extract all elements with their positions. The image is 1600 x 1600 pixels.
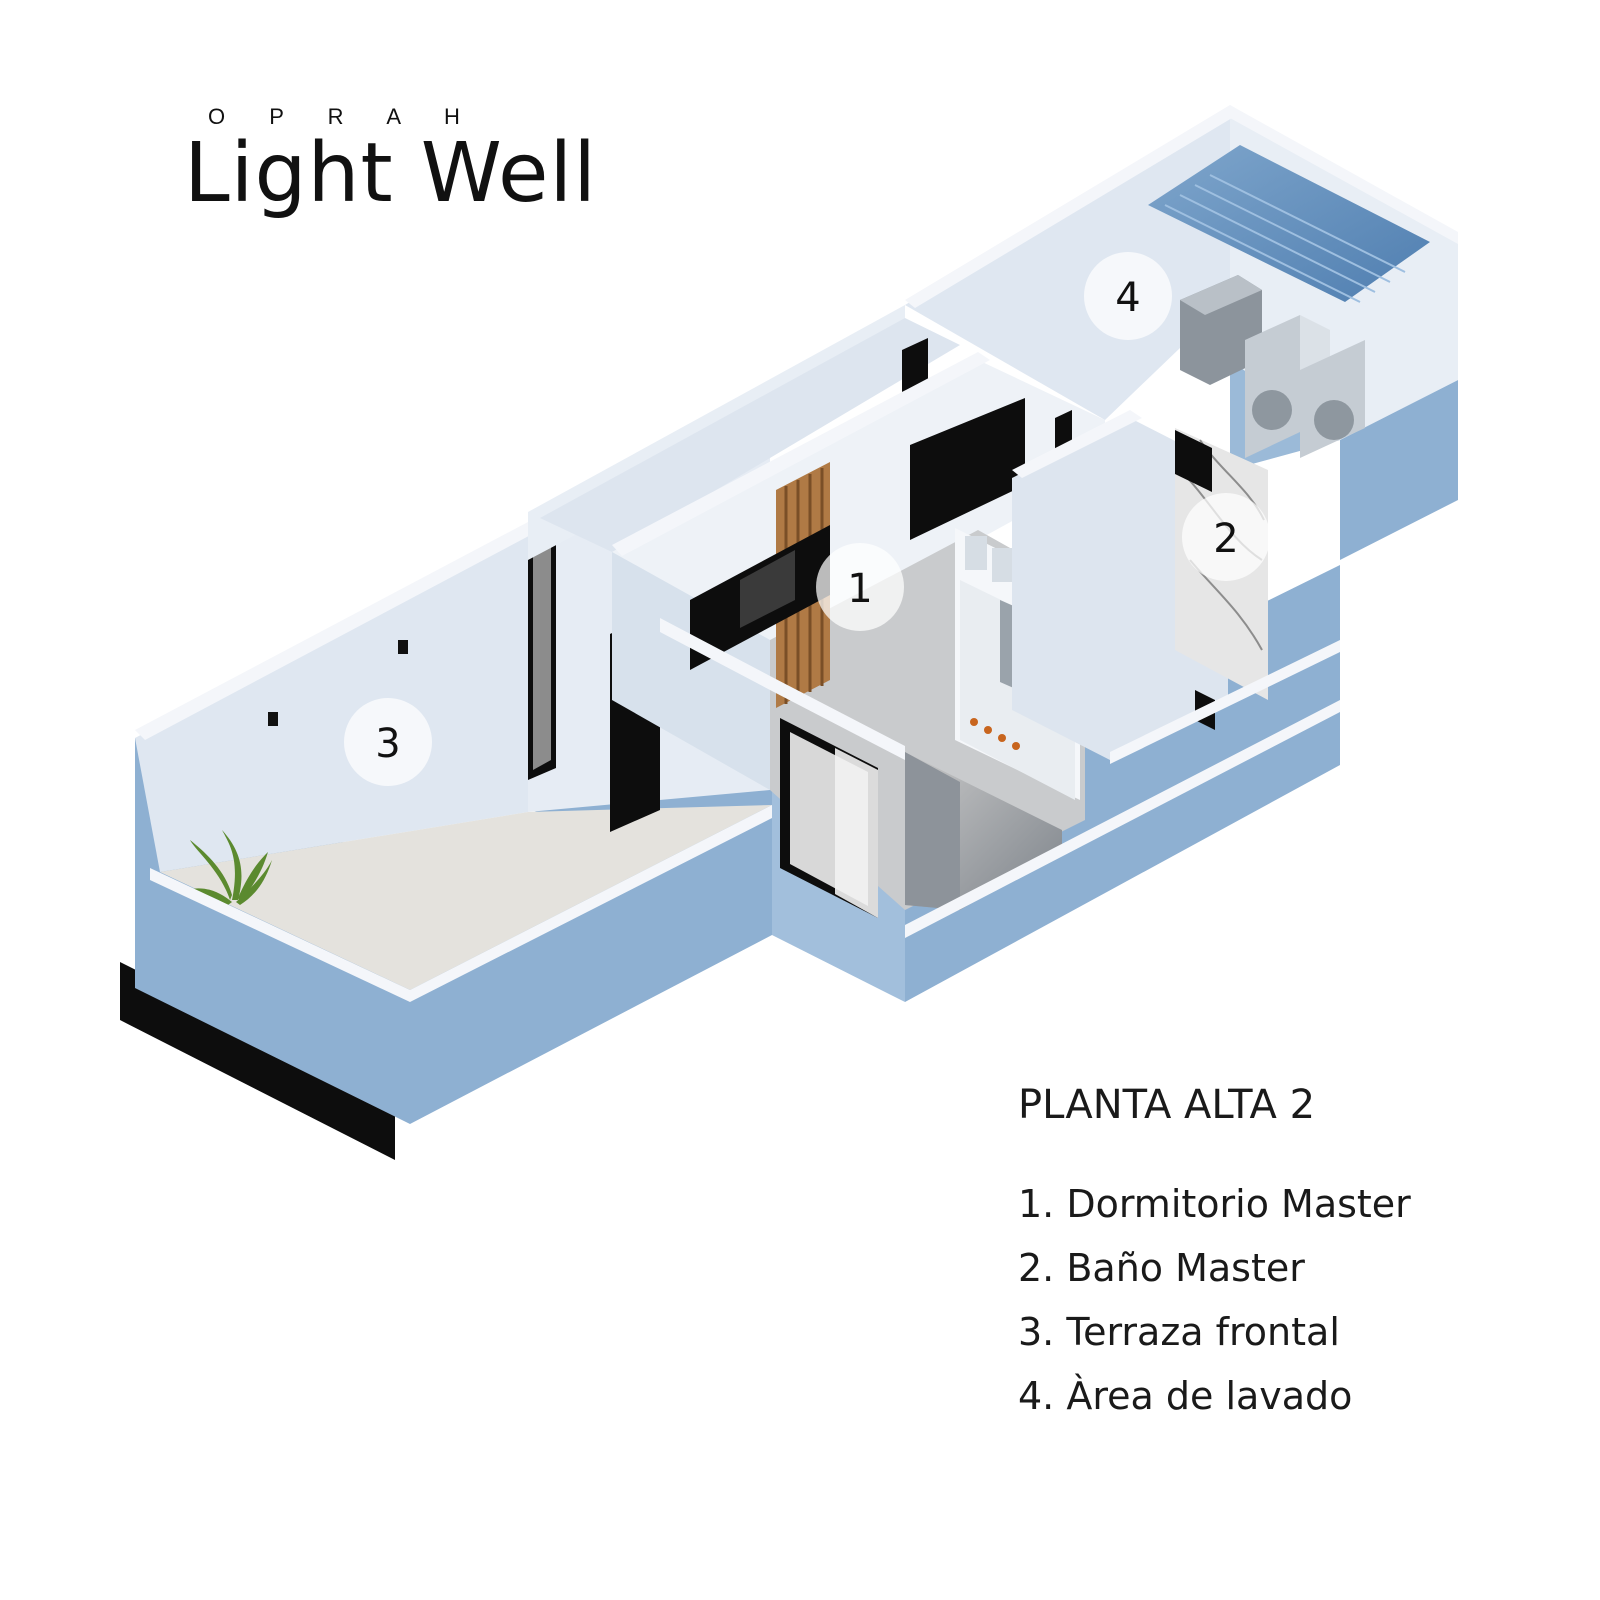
skylight — [1148, 145, 1430, 302]
legend-heading: PLANTA ALTA 2 — [1018, 1082, 1316, 1128]
svg-text:3: 3 — [375, 721, 400, 767]
legend-item-terraza: 3. Terraza frontal — [1018, 1310, 1340, 1354]
terrace-floor — [160, 805, 772, 990]
marker-1: 1 — [816, 543, 904, 631]
legend-item-bano: 2. Baño Master — [1018, 1246, 1305, 1290]
marker-3: 3 — [344, 698, 432, 786]
legend-item-lavado: 4. Àrea de lavado — [1018, 1374, 1353, 1418]
plant — [186, 830, 272, 905]
svg-text:2: 2 — [1213, 516, 1238, 562]
legend-list: 1. Dormitorio Master 2. Baño Master 3. T… — [1018, 1172, 1411, 1428]
laundry-back-wall — [905, 112, 1230, 420]
terrace-back-wall — [135, 530, 528, 872]
legend-item-dormitorio: 1. Dormitorio Master — [1018, 1182, 1411, 1226]
marker-2: 2 — [1182, 493, 1270, 581]
svg-text:4: 4 — [1115, 275, 1140, 321]
brand-name: O P R A H — [208, 104, 479, 129]
marker-4: 4 — [1084, 252, 1172, 340]
svg-text:1: 1 — [847, 566, 872, 612]
room-legend: PLANTA ALTA 2 1. Dormitorio Master 2. Ba… — [1018, 1082, 1411, 1428]
page-title: Light Well — [184, 126, 597, 221]
